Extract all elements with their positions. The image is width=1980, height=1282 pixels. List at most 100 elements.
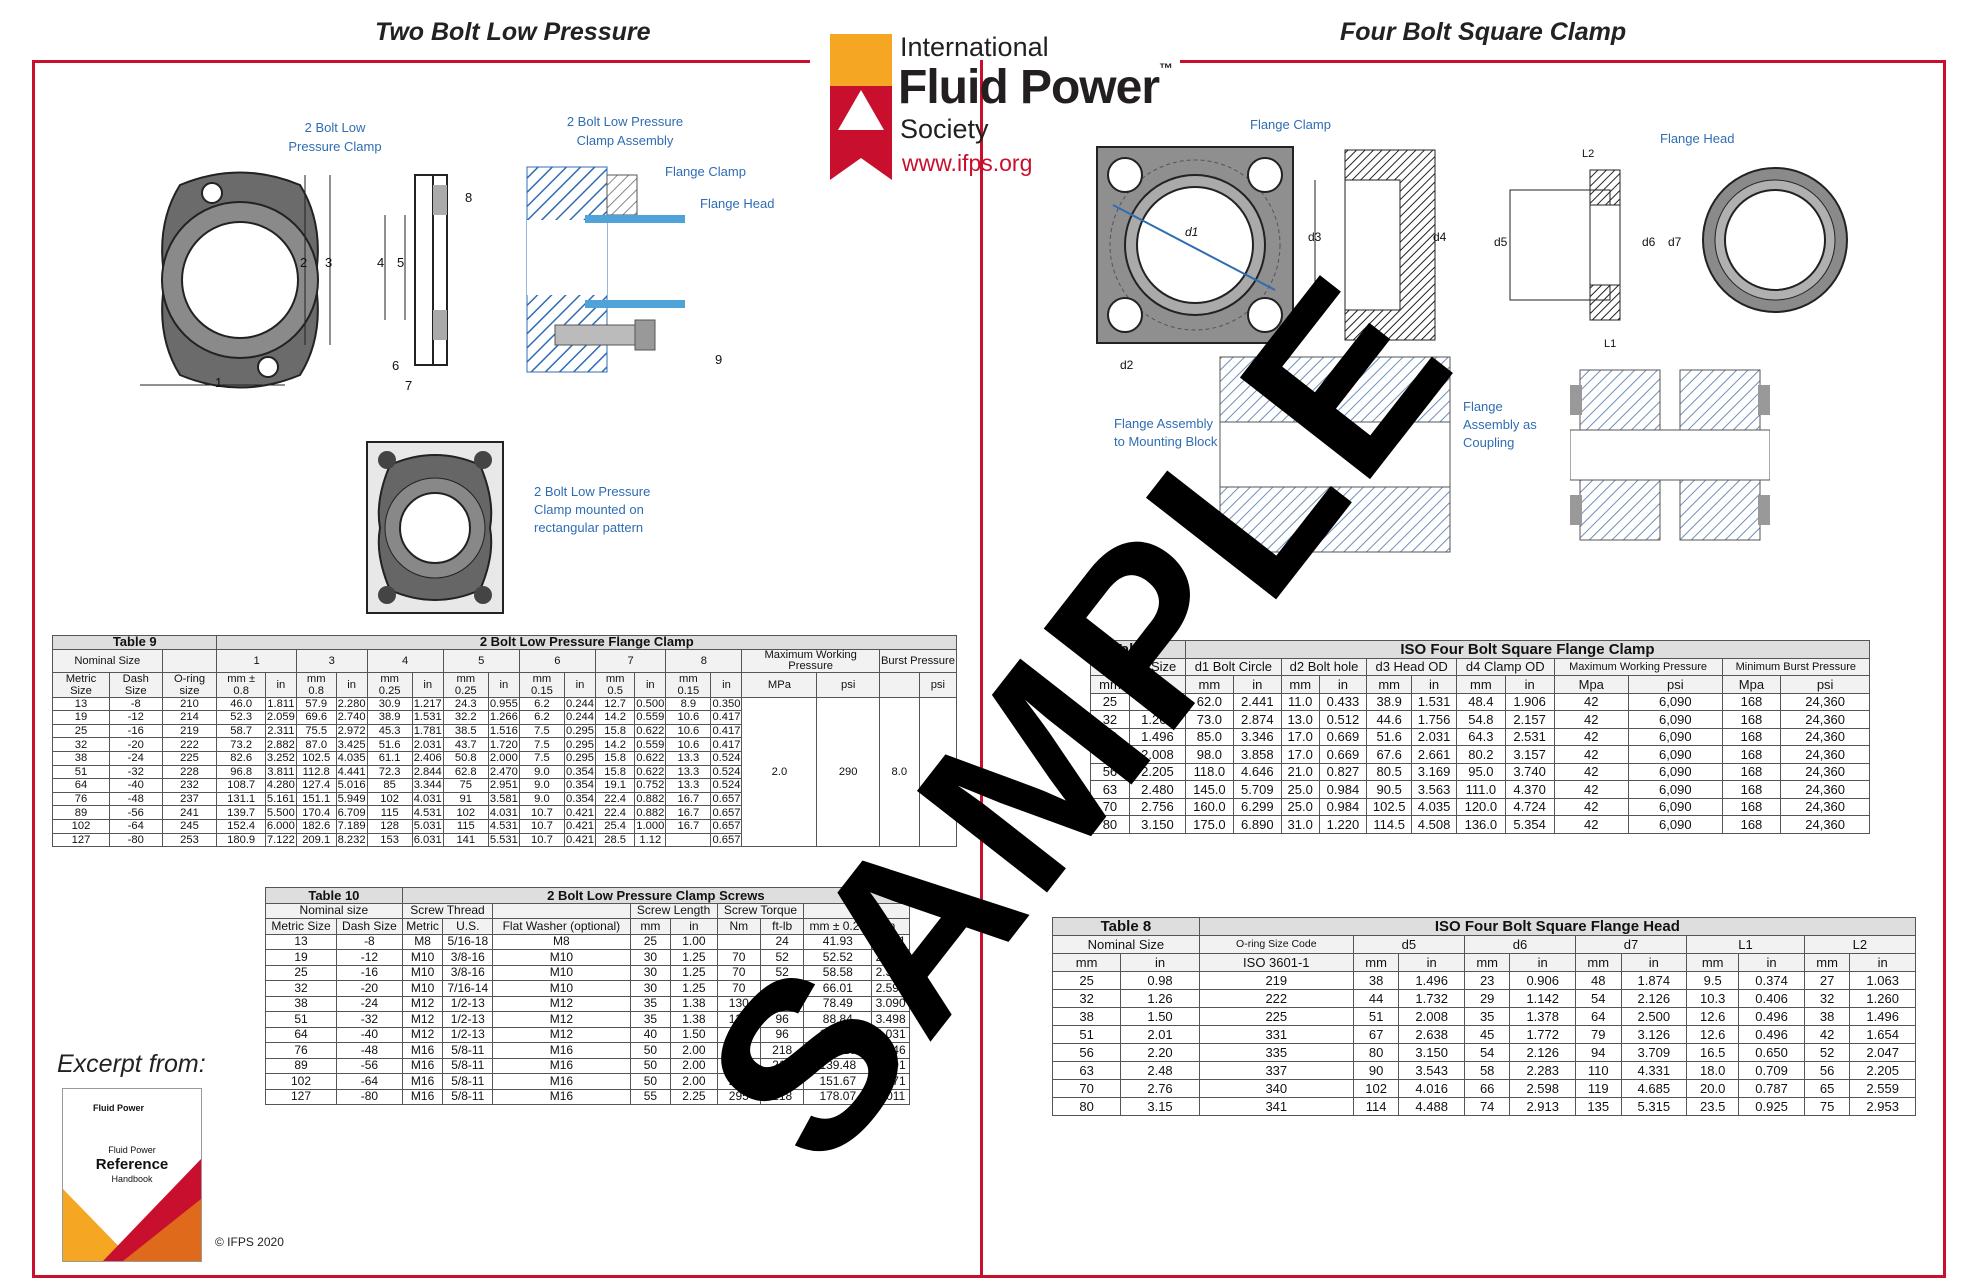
table-cell: 6,090	[1628, 780, 1723, 799]
table-header-cell: Mpa	[1553, 675, 1630, 694]
table-cell: 42	[1553, 815, 1630, 834]
table-cell: 38	[52, 750, 110, 766]
table-cell: 5/8-11	[442, 1088, 494, 1105]
table-cell: 29	[1463, 989, 1511, 1008]
table-cell: 24,360	[1780, 745, 1870, 764]
frame-bottom	[32, 1275, 1946, 1278]
table-cell: 64.3	[1456, 727, 1506, 746]
table-cell: 168	[1721, 797, 1782, 816]
table-cell: 3.581	[487, 791, 520, 807]
table-cell: 114	[1352, 1097, 1400, 1116]
table-cell: 0.925	[1738, 1097, 1805, 1116]
table-cell: 35	[629, 995, 672, 1012]
table-cell: 0.421	[563, 832, 596, 848]
table-cell: 95.0	[1456, 762, 1506, 781]
logo-line2: Fluid Power™	[898, 60, 1173, 115]
table-cell: 58	[1463, 1061, 1511, 1080]
table-cell: 219	[161, 723, 218, 739]
table-cell: 25	[264, 964, 338, 981]
table-cell: 52	[1803, 1043, 1851, 1062]
table-cell: M12	[492, 995, 631, 1012]
table-cell: M16	[492, 1057, 631, 1074]
table-cell: 17.0	[1280, 745, 1320, 764]
table-cell: 0.421	[563, 805, 596, 820]
dim-d6: d6	[1642, 235, 1656, 249]
table-cell: 51	[264, 1011, 338, 1028]
table8-h-d5: d5	[1352, 935, 1465, 954]
table-cell: 6.709	[335, 805, 368, 820]
table-cell: 5.531	[487, 832, 520, 848]
table-cell: 0.752	[634, 778, 667, 793]
table-cell: -40	[336, 1026, 403, 1043]
ifps-logo[interactable]: International Fluid Power™ Society www.i…	[830, 30, 1173, 180]
logo-fluid-power: Fluid Power	[898, 61, 1160, 114]
dim-1: 1	[215, 375, 223, 390]
table-header-cell: mm	[1051, 953, 1122, 972]
table-cell: 13.3	[665, 750, 712, 766]
table-cell: 0.350	[710, 696, 743, 712]
table-cell: 4.508	[1411, 815, 1457, 834]
table-cell: 2.480	[1128, 780, 1186, 799]
table-cell: 45.3	[366, 723, 413, 739]
table-cell: 22.4	[594, 805, 636, 820]
table-cell: 168	[1721, 710, 1782, 729]
table-cell: 4.488	[1398, 1097, 1465, 1116]
table-header-cell: mm 0.25	[442, 671, 489, 698]
table-cell: 38.9	[1366, 692, 1413, 711]
frame-top-right	[1180, 60, 1946, 63]
table-cell: 7/16-14	[442, 980, 494, 997]
table-header-cell: mm 0.15	[665, 671, 712, 698]
table-cell: 6,090	[1628, 727, 1723, 746]
table-header-cell: mm	[1352, 953, 1400, 972]
table-cell: 10.6	[665, 737, 712, 752]
table-cell: 2.951	[487, 778, 520, 793]
label-mounting-block: Flange Assembly to Mounting Block	[1114, 416, 1218, 449]
table-cell: 25	[52, 723, 110, 739]
table-cell: 219	[1198, 971, 1354, 990]
table-cell: 2.205	[1849, 1061, 1916, 1080]
table-cell: 80	[1051, 1097, 1122, 1116]
table-header-cell: Mpa	[1721, 675, 1782, 694]
table-cell: 19.1	[594, 778, 636, 793]
table-header-cell: in	[1128, 675, 1186, 694]
table-cell: 19	[264, 949, 338, 966]
table8-title: ISO Four Bolt Square Flange Head	[1198, 917, 1917, 936]
table-cell: 168	[1721, 815, 1782, 834]
table-cell: 6,090	[1628, 745, 1723, 764]
logo-url[interactable]: www.ifps.org	[902, 150, 1033, 176]
table-cell: 73.2	[216, 737, 266, 752]
table-cell: 139.48	[803, 1057, 873, 1074]
table9-title: 2 Bolt Low Pressure Flange Clamp	[216, 635, 957, 650]
frame-divider	[980, 60, 983, 1278]
table-cell: 170.4	[295, 805, 337, 820]
table-cell: 0.984	[1318, 780, 1368, 799]
table-cell: 102.5	[1366, 797, 1413, 816]
table-cell: 168	[1721, 780, 1782, 799]
table-cell: 42	[1553, 797, 1630, 816]
table-cell: -40	[108, 778, 163, 793]
table-cell: -24	[108, 750, 163, 766]
table7-h-burst: Minimum Burst Pressure	[1721, 657, 1871, 676]
handbook-cover[interactable]: Fluid Power Fluid Power Reference Handbo…	[62, 1088, 202, 1262]
table-cell: 0.98	[1120, 971, 1200, 990]
table-cell: M10	[492, 949, 631, 966]
right-section-title: Four Bolt Square Clamp	[1340, 18, 1627, 46]
table-cell: 50	[629, 1042, 672, 1059]
table-cell: 218	[759, 1073, 805, 1090]
table-cell: 10.7	[518, 805, 565, 820]
table-cell: 42	[1553, 745, 1630, 764]
table9-h-col7: 7	[594, 648, 667, 673]
table-cell: -32	[336, 1011, 403, 1028]
table-cell: 42	[1553, 710, 1630, 729]
table-cell: 102	[1352, 1079, 1400, 1098]
table-cell: 30	[629, 980, 672, 997]
table-header-cell: U.S.	[442, 918, 494, 935]
table-cell: 5.354	[1504, 815, 1555, 834]
